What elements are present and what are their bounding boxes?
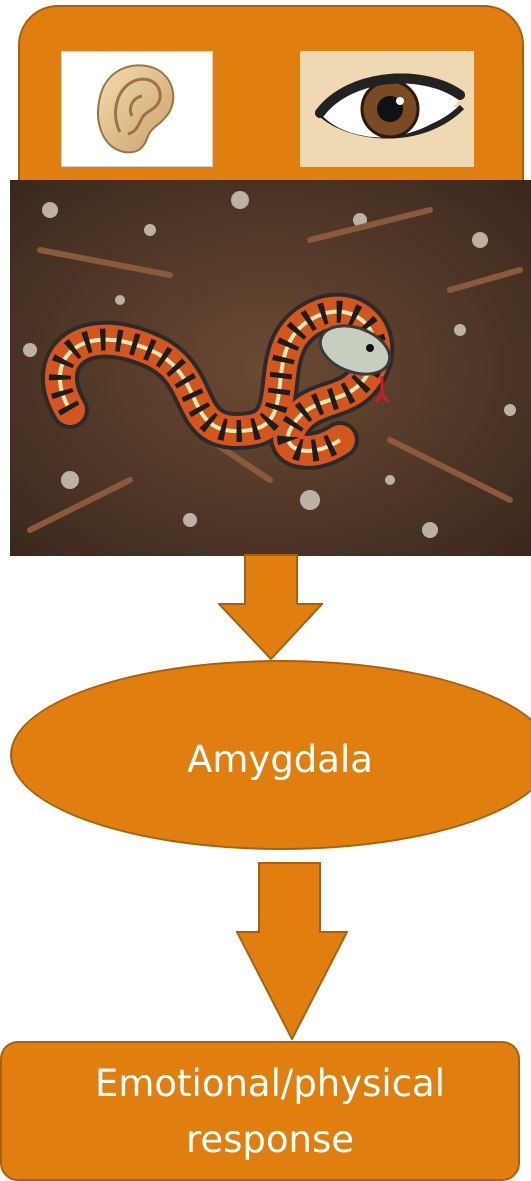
eye-icon <box>300 51 474 167</box>
ear-icon <box>61 51 213 167</box>
snake-photo <box>10 180 531 556</box>
response-label: Emotional/physical response <box>30 1056 510 1168</box>
down-arrow-icon <box>236 862 348 1040</box>
amygdala-label: Amygdala <box>150 738 410 782</box>
down-arrow-icon <box>218 554 323 660</box>
